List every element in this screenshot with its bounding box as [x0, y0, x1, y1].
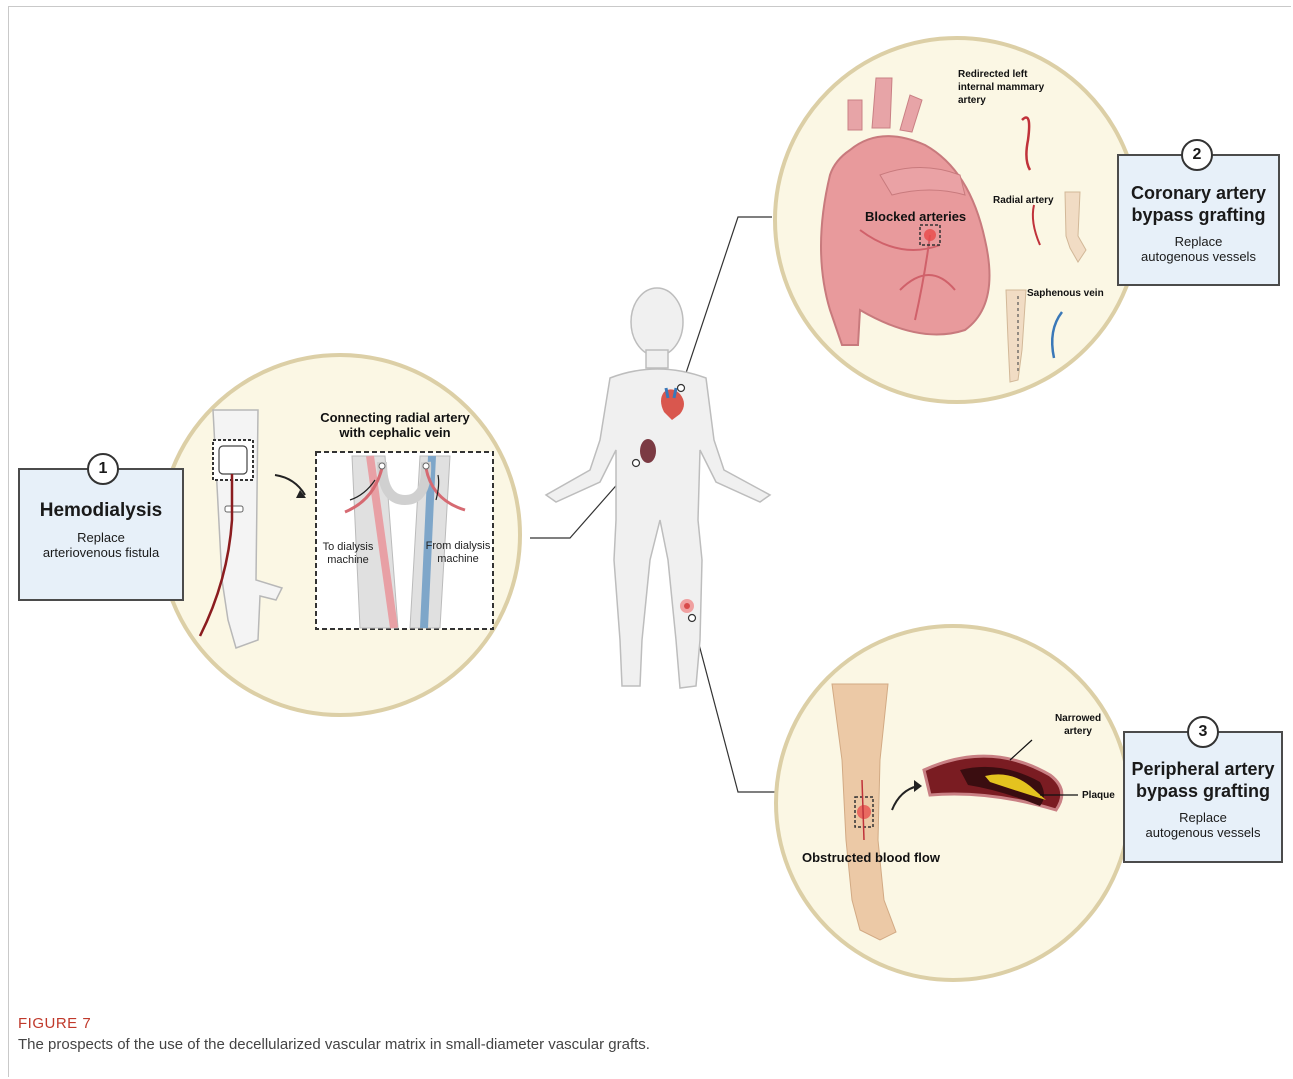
blocked-arteries-label: Blocked arteries — [865, 209, 966, 224]
human-body-figure — [546, 288, 770, 688]
to-dialysis-label: To dialysis machine — [319, 541, 377, 567]
hemodialysis-title: Hemodialysis — [20, 500, 182, 522]
coronary-box: 2 Coronary artery bypass grafting Replac… — [1117, 154, 1280, 286]
peripheral-title: Peripheral artery bypass grafting — [1125, 758, 1281, 802]
hemodialysis-subtitle: Replace arteriovenous fistula — [20, 530, 182, 560]
hemodialysis-box: 1 Hemodialysis Replace arteriovenous fis… — [18, 468, 184, 601]
body-knee-marker — [680, 599, 694, 613]
step-number-1: 1 — [87, 453, 119, 485]
connecting-label: Connecting radial artery with cephalic v… — [312, 410, 478, 440]
plaque-label: Plaque — [1082, 789, 1115, 802]
figure-caption: The prospects of the use of the decellul… — [18, 1036, 650, 1053]
body-kidney-icon — [640, 439, 656, 463]
obstructed-flow-label: Obstructed blood flow — [802, 850, 940, 865]
saphenous-vein-label: Saphenous vein — [1027, 287, 1104, 300]
figure-label: FIGURE 7 — [18, 1015, 91, 1032]
step-number-3: 3 — [1187, 716, 1219, 748]
coronary-title: Coronary artery bypass grafting — [1119, 182, 1278, 226]
step-number-2: 2 — [1181, 139, 1213, 171]
narrowed-artery-label: Narrowed artery — [1048, 712, 1108, 738]
lima-label: Redirected left internal mammary artery — [958, 68, 1058, 107]
radial-artery-label: Radial artery — [993, 194, 1054, 207]
peripheral-zoom-circle — [776, 626, 1130, 980]
peripheral-subtitle: Replace autogenous vessels — [1125, 810, 1281, 840]
peripheral-box: 3 Peripheral artery bypass grafting Repl… — [1123, 731, 1283, 863]
hemodialysis-zoom-circle — [160, 355, 520, 715]
from-dialysis-label: From dialysis machine — [425, 540, 491, 566]
coronary-subtitle: Replace autogenous vessels — [1119, 234, 1278, 264]
